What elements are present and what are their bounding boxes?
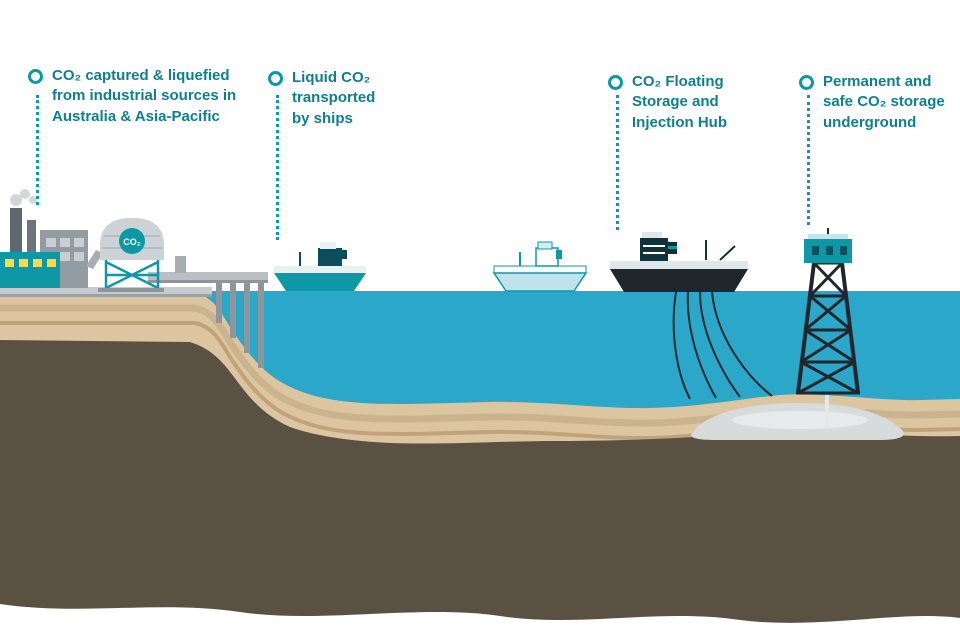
co2-badge (119, 228, 145, 254)
annotation-transport: Liquid CO₂ transported by ships (268, 68, 398, 129)
bullet-icon (608, 75, 623, 90)
co2-badge-label: CO₂ (123, 237, 141, 247)
pier-gantry (175, 256, 186, 273)
leader-line-storage (807, 95, 810, 225)
leader-line-ships (276, 95, 279, 240)
platform-helideck (808, 234, 848, 239)
ship-co2-carrier-2 (492, 241, 588, 292)
co2-storage-plume (691, 403, 904, 440)
leader-line-capture (36, 95, 39, 205)
pier (148, 256, 268, 368)
offshore-platform (796, 228, 860, 395)
annotation-hub-text: CO₂ Floating Storage and Injection Hub (632, 73, 727, 131)
annotation-transport-text: Liquid CO₂ transported by ships (292, 69, 376, 127)
torn-bottom-edge (0, 604, 960, 640)
chimney-2 (27, 220, 36, 258)
bullet-icon (799, 75, 814, 90)
injection-pipe (825, 395, 829, 427)
chimney-1 (10, 208, 22, 258)
annotation-hub: CO₂ Floating Storage and Injection Hub (608, 72, 748, 133)
floating-storage-injection-hub (610, 232, 748, 292)
annotation-storage-text: Permanent and safe CO₂ storage undergrou… (823, 73, 945, 131)
co2-tank: CO₂ (98, 218, 164, 292)
annotation-capture: CO₂ captured & liquefied from industrial… (28, 66, 248, 127)
factory-illustration (0, 189, 103, 288)
underground-soil (0, 340, 960, 640)
injection-risers (672, 291, 773, 400)
tank-lattice (104, 260, 160, 290)
leader-line-hub (616, 95, 619, 230)
bullet-icon (268, 71, 283, 86)
smoke (10, 189, 37, 206)
ship-co2-carrier-1 (274, 242, 366, 291)
teal-building (0, 252, 60, 288)
annotation-capture-text: CO₂ captured & liquefied from industrial… (52, 67, 237, 125)
annotation-storage: Permanent and safe CO₂ storage undergrou… (799, 72, 949, 133)
bullet-icon (28, 69, 43, 84)
